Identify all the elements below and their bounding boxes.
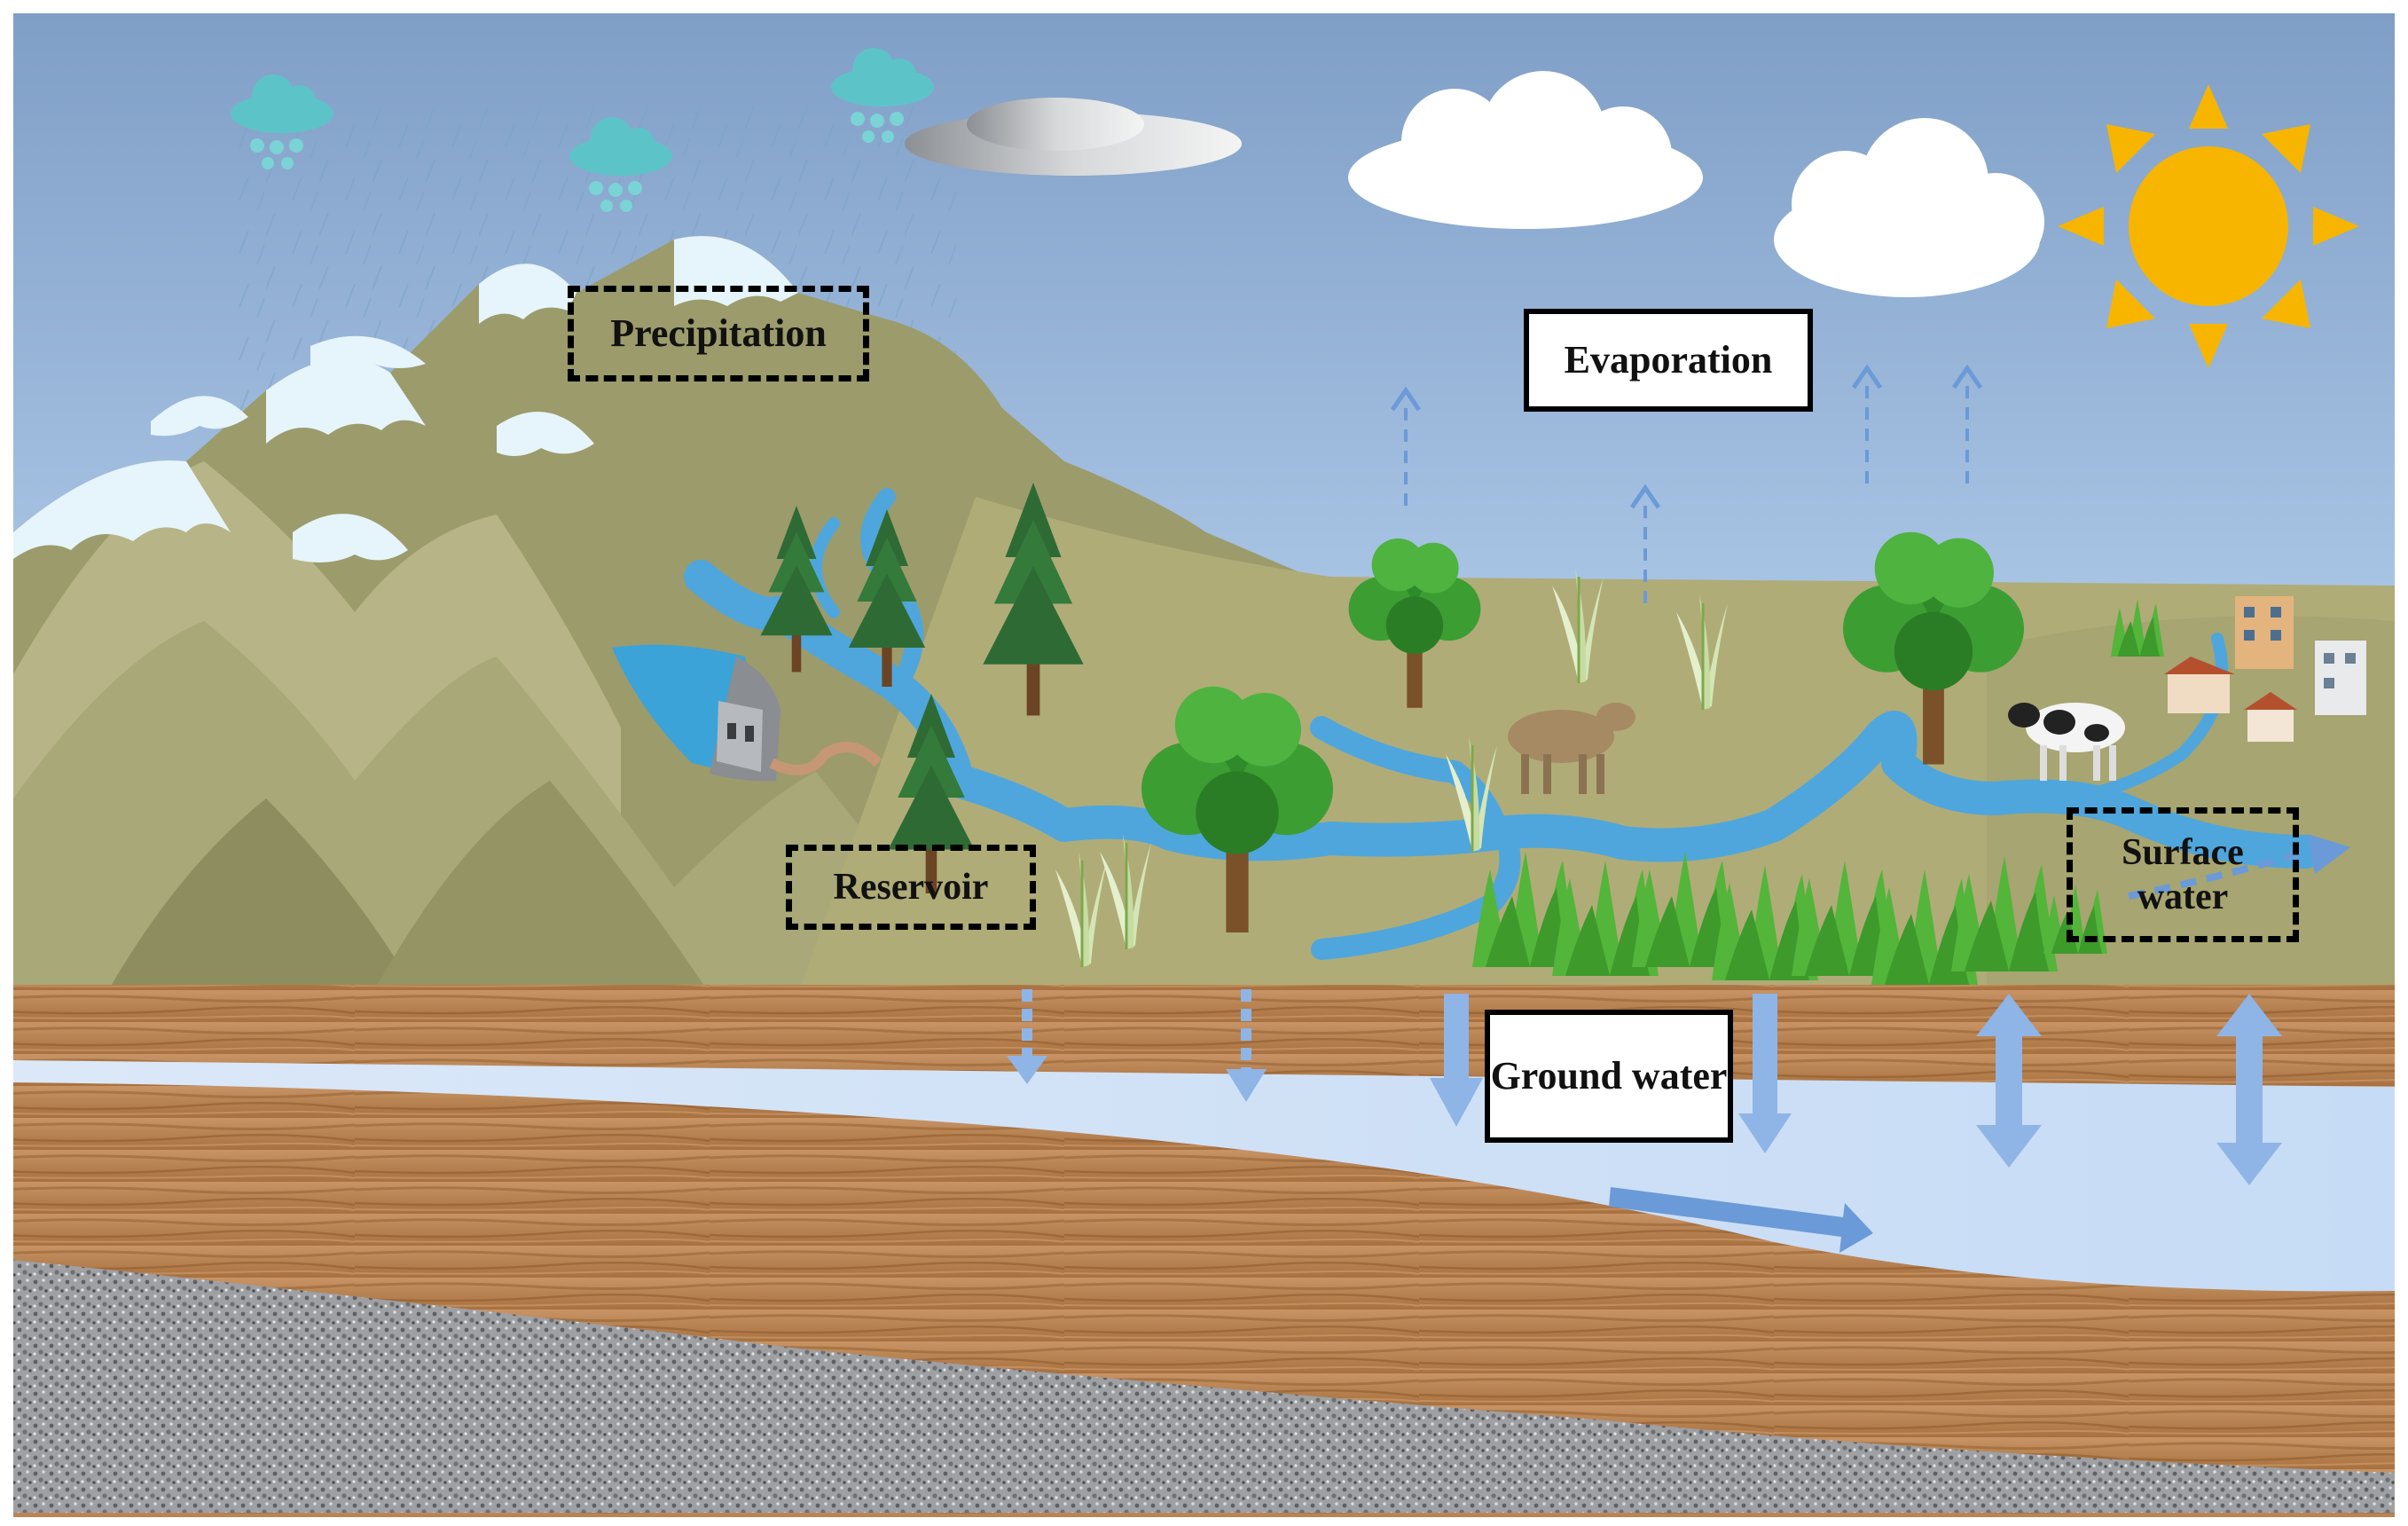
flow-arrow	[1609, 1187, 1873, 1253]
ground-water-label: Ground water	[1485, 1010, 1733, 1143]
evaporation-label: Evaporation	[1524, 309, 1813, 412]
surface-water-label: Surface water	[2067, 807, 2299, 942]
dirt-path	[769, 742, 882, 775]
cow-icon	[2008, 703, 2125, 781]
sun-icon	[2058, 84, 2359, 368]
cloud-icon	[905, 98, 1242, 176]
dam-icon	[612, 644, 780, 782]
surface-flow-arrow	[2128, 834, 2350, 900]
exchange-arrows	[1976, 994, 2282, 1185]
reservoir-label: Reservoir	[786, 845, 1036, 930]
cow-icon	[1508, 703, 1635, 794]
mountains	[13, 236, 1330, 994]
precipitation-label: Precipitation	[568, 286, 869, 382]
cloud-icon	[1348, 71, 1703, 229]
infiltration-arrows	[1007, 989, 1792, 1153]
cloud-icon	[1774, 118, 2044, 297]
bedrock	[13, 1260, 2395, 1513]
house-icon	[2164, 596, 2366, 742]
groundwater	[13, 1060, 2395, 1292]
evaporation-arrows	[1404, 377, 1969, 603]
arrow-head-icon	[1390, 364, 1983, 509]
